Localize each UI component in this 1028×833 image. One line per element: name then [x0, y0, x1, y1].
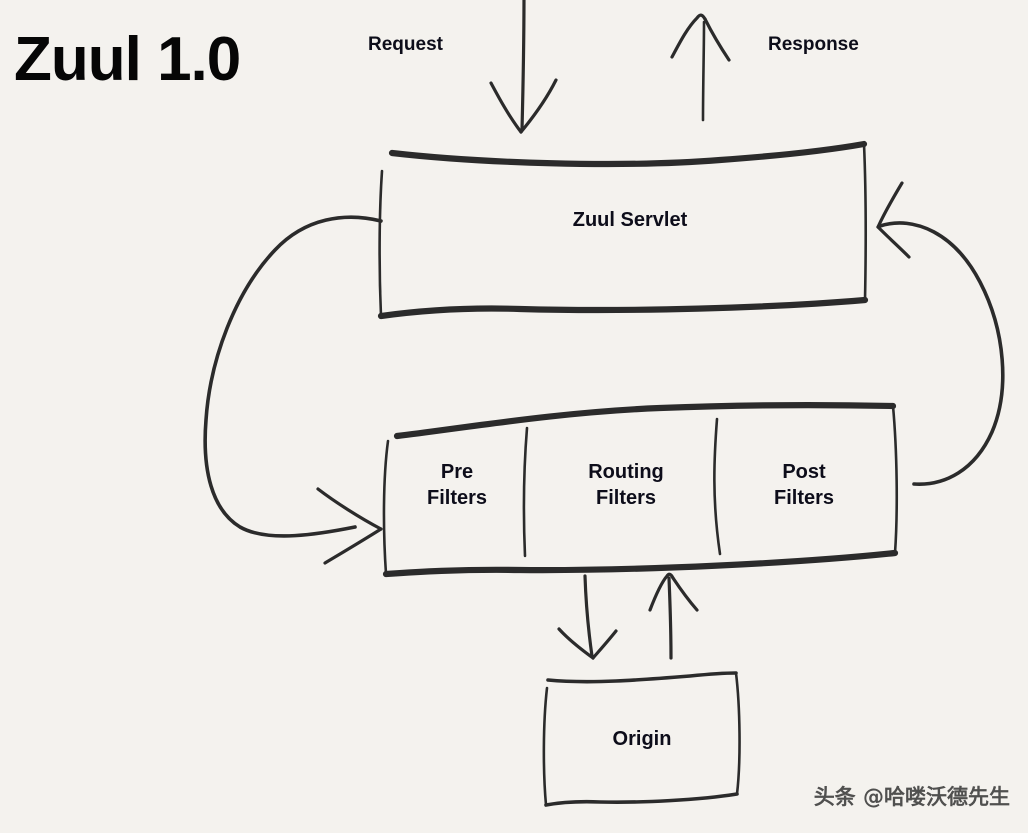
- origin-label: Origin: [612, 728, 672, 750]
- filters-divider-2: [713, 417, 722, 556]
- page-title: Zuul 1.0: [14, 25, 241, 94]
- request-arrow-icon: [489, 0, 558, 134]
- routing-filters-label: Routing Filters: [588, 461, 664, 509]
- request-label: Request: [368, 34, 443, 55]
- filters-divider-1: [522, 426, 529, 558]
- from-origin-arrow-icon: [648, 572, 699, 660]
- pre-filters-label: Pre Filters: [426, 461, 488, 509]
- response-arrow-icon: [670, 13, 731, 122]
- post-filters-label: Post Filters: [773, 461, 835, 509]
- response-label: Response: [768, 34, 859, 55]
- left-loop-arrow-icon: [203, 215, 383, 565]
- right-loop-arrow-icon: [876, 181, 1005, 486]
- to-origin-arrow-icon: [557, 574, 618, 660]
- zuul-servlet-label: Zuul Servlet: [572, 209, 688, 231]
- watermark: 头条 @哈喽沃德先生: [813, 785, 1010, 809]
